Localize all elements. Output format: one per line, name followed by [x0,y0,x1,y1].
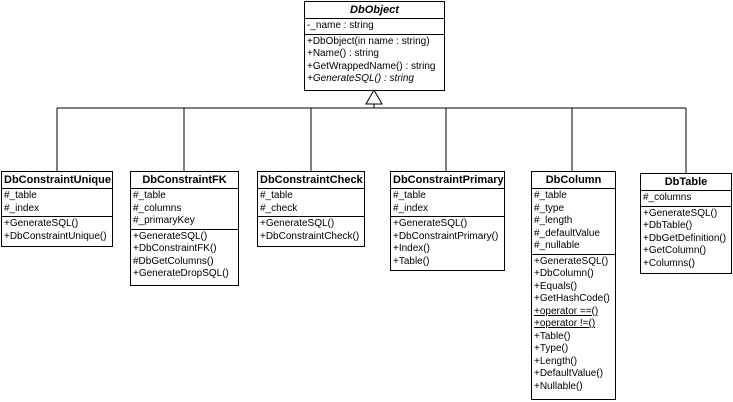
attribute: #_table [393,190,426,201]
class-name: DbTable [664,176,708,188]
attributes-section: -_name : string [305,18,444,34]
operation: +Table() [393,255,430,267]
attributes-section: #_table #_index [2,188,112,216]
operation: +GenerateSQL() [133,230,208,242]
operation: +DbGetDefinition() [643,232,727,244]
class-dbcolumn[interactable]: DbColumn #_table #_type #_length #_defau… [531,171,616,400]
operation: +GenerateSQL() [260,218,335,229]
operation: +Length() [534,355,578,367]
operations-section: +GenerateSQL() +DbTable() +DbGetDefiniti… [641,205,731,272]
class-dbconstraintunique[interactable]: DbConstraintUnique #_table #_index +Gene… [1,171,113,247]
attribute: #_length [534,215,573,226]
class-name: DbConstraintFK [142,174,227,186]
attribute: #_table [4,190,37,201]
operation: +Columns() [643,257,695,269]
operations-section: +GenerateSQL() +DbColumn() +Equals() +Ge… [532,253,615,395]
attribute: #_table [260,190,293,201]
operation: +GenerateSQL() [393,218,468,229]
class-dbobject[interactable]: DbObject -_name : string +DbObject(in na… [304,1,445,91]
operation-abstract: +GenerateSQL() : string [307,73,414,84]
operations-section: +GenerateSQL() +DbConstraintCheck() [258,216,364,244]
operation: +DefaultValue() [534,368,604,379]
operation: +Equals() [534,280,578,292]
operation: +GetColumn() [643,245,707,256]
class-dbconstraintcheck[interactable]: DbConstraintCheck #_table #_check +Gener… [257,171,365,247]
operations-section: +GenerateSQL() +DbConstraintUnique() [2,216,112,244]
operation: +Type() [534,343,569,354]
attribute: #_index [4,202,40,214]
operation-static: +operator ==() [534,305,599,317]
operations-section: +GenerateSQL() +DbConstraintFK() #DbGetC… [131,228,238,282]
class-name: DbColumn [545,174,602,186]
attribute: #_nullable [534,240,580,251]
attributes-section: #_table #_index [391,188,504,216]
operation: +GetHashCode() [534,293,610,304]
attributes-section: #_table #_columns #_primaryKey [131,188,238,229]
operation: #DbGetColumns() [133,255,214,267]
attribute: #_table [133,190,166,201]
operation: +Table() [534,330,571,342]
class-dbtable[interactable]: DbTable #_columns +GenerateSQL() +DbTabl… [640,173,732,274]
operation: +Index() [393,243,430,254]
attributes-section: #_table #_check [258,188,364,216]
attribute: #_columns [133,202,182,214]
operation-static: +operator !=() [534,318,596,329]
class-name: DbConstraintPrimary [393,174,504,186]
operation: +Name() : string [307,48,379,59]
attribute: #_table [534,190,567,201]
operation: +GenerateSQL() [643,207,718,219]
operation: +DbColumn() [534,268,594,279]
operation: +GenerateSQL() [534,255,609,267]
generalization-arrowhead [365,88,383,105]
operation: +DbConstraintCheck() [260,230,360,242]
attributes-section: #_table #_type #_length #_defaultValue #… [532,188,615,254]
operations-section: +GenerateSQL() +DbConstraintPrimary() +I… [391,216,504,269]
class-name: DbConstraintCheck [260,174,363,186]
operation: +DbConstraintUnique() [4,230,107,242]
attribute: #_index [393,202,429,214]
attribute: -_name : string [307,20,374,31]
attributes-section: #_columns [641,190,731,206]
operation: +DbObject(in name : string) [307,35,430,47]
operation: +GetWrappedName() : string [307,60,436,72]
attribute: #_defaultValue [534,227,600,239]
operation: +DbTable() [643,220,693,231]
attribute: #_type [534,202,565,214]
operation: +Nullable() [534,380,583,392]
operation: +GenerateSQL() [4,218,79,229]
operation: +DbConstraintFK() [133,243,217,254]
operation: +GenerateDropSQL() [133,268,229,279]
class-dbconstraintprimary[interactable]: DbConstraintPrimary #_table #_index +Gen… [390,171,505,271]
operation: +DbConstraintPrimary() [393,230,499,242]
class-name: DbObject [350,4,399,16]
attribute: #_check [260,202,298,214]
class-dbconstraintfk[interactable]: DbConstraintFK #_table #_columns #_prima… [130,171,239,286]
attribute: #_primaryKey [133,215,195,226]
attribute: #_columns [643,192,692,203]
operations-section: +DbObject(in name : string) +Name() : st… [305,33,444,87]
class-name: DbConstraintUnique [4,174,111,186]
